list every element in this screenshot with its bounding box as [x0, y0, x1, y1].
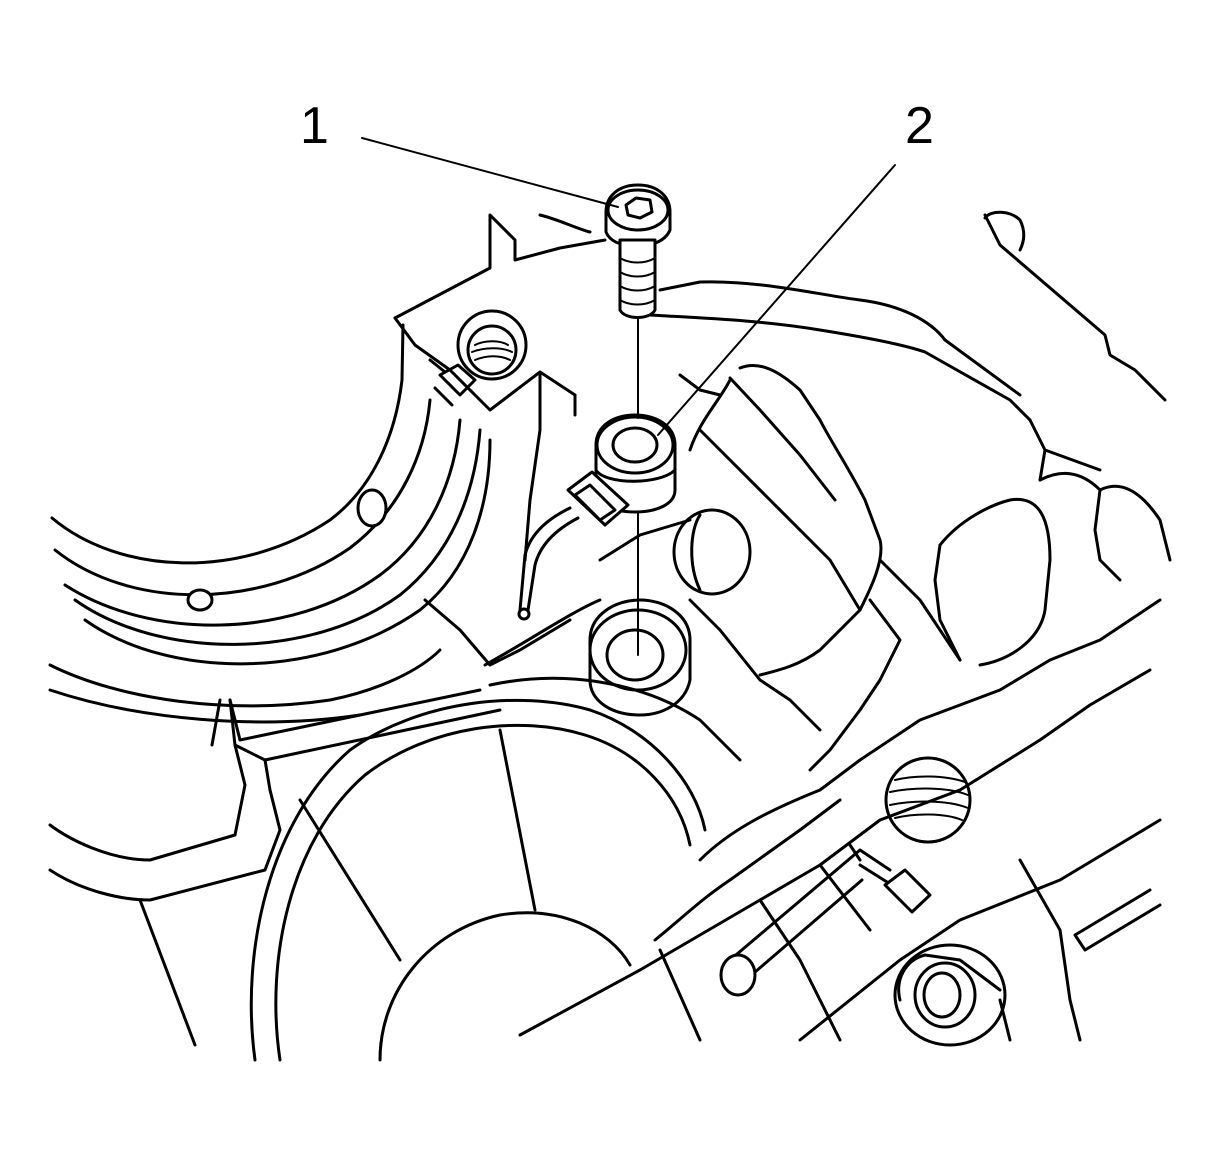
block-casting-lower-left [48, 688, 502, 1047]
callout-label-1: 1 [300, 97, 329, 155]
block-casting-upper [393, 210, 1167, 562]
block-boss-right [672, 363, 1172, 677]
block-web-middle [423, 448, 1102, 772]
block-casting-lower-right [518, 598, 1162, 1042]
threaded-hole-lower-right [884, 756, 972, 844]
threaded-hole-upper-left [456, 309, 528, 381]
dowel-hole-lower-right [893, 943, 1007, 1047]
leader-line-2 [657, 164, 896, 436]
sensor-mounting-boss [588, 598, 692, 717]
callout-label-2: 2 [905, 97, 934, 155]
bolt-part [604, 183, 672, 319]
sensor-part [517, 413, 677, 621]
main-bearing-saddle [48, 323, 492, 724]
leader-line-1 [361, 137, 619, 208]
lower-bearing-shell [719, 843, 932, 997]
cylinder-bore [249, 698, 707, 1062]
